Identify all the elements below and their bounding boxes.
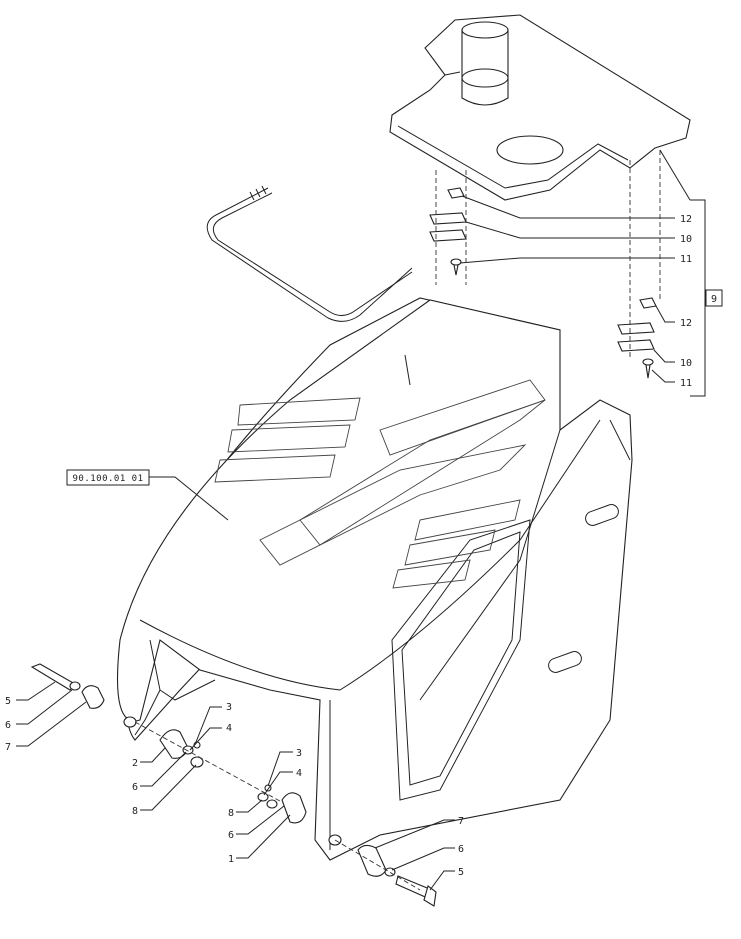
callout-6-bottom: 6 [458, 844, 464, 855]
callout-6-mid: 6 [132, 782, 138, 793]
callout-11-lower: 11 [680, 378, 692, 389]
callout-11-upper: 11 [680, 254, 692, 265]
callout-5-bottom: 5 [458, 867, 464, 878]
exhaust-pipe [461, 21, 509, 106]
callout-3-left: 3 [226, 702, 232, 713]
latch-hardware-group-lower [617, 150, 661, 379]
group-label: 9 [711, 294, 717, 305]
reference-box-label: 90.100.01 01 [72, 474, 143, 484]
engine-hood [116, 297, 633, 861]
callout-12-upper: 12 [680, 214, 692, 225]
group-callout-9: 9 [659, 149, 723, 397]
callout-8-left: 8 [132, 806, 138, 817]
callout-12-lower: 12 [680, 318, 692, 329]
callout-2: 2 [132, 758, 138, 769]
reference-box-callout: 90.100.01 01 [66, 469, 229, 521]
callout-5-left: 5 [5, 696, 11, 707]
callouts-bottom: 7 6 5 [374, 816, 464, 891]
callout-6-right: 6 [228, 830, 234, 841]
latch-hardware-group-upper [429, 170, 467, 285]
seal-strip [206, 185, 413, 322]
callouts-left-hinge: 5 6 7 3 4 2 6 8 [5, 681, 232, 817]
callout-3-right: 3 [296, 748, 302, 759]
callouts-right-hinge: 3 4 8 6 1 [228, 748, 302, 865]
callout-7-left: 7 [5, 742, 11, 753]
callout-4-left: 4 [226, 723, 232, 734]
callout-10-lower: 10 [680, 358, 692, 369]
callout-6-left: 6 [5, 720, 11, 731]
top-cover-panel [389, 14, 691, 201]
left-hinge-hardware [30, 663, 301, 813]
callouts-right-group: 12 10 11 12 10 11 [459, 195, 692, 389]
callout-4-right: 4 [296, 768, 302, 779]
callout-7-bottom: 7 [458, 816, 464, 827]
callout-10-upper: 10 [680, 234, 692, 245]
callout-8-right: 8 [228, 808, 234, 819]
callout-1: 1 [228, 854, 234, 865]
